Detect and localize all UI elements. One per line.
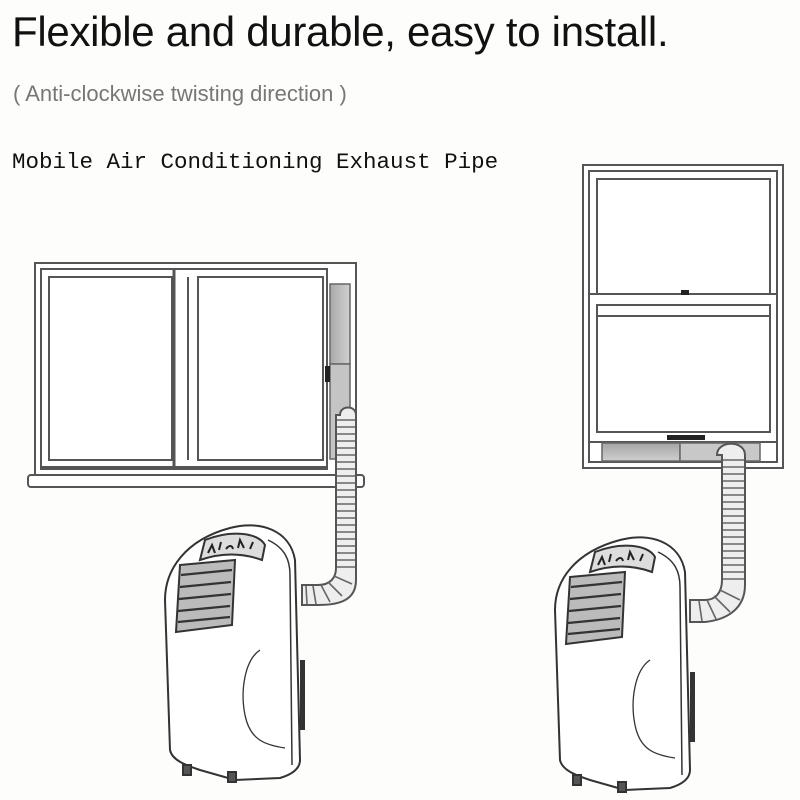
portable-ac-unit-right (553, 536, 695, 793)
subheadline: ( Anti-clockwise twisting direction ) (13, 81, 347, 106)
portable-ac-unit-left (163, 524, 305, 783)
hung-window (582, 164, 784, 469)
exhaust-hose-left (301, 406, 357, 606)
sliding-window (27, 262, 365, 488)
product-caption: Mobile Air Conditioning Exhaust Pipe (12, 149, 499, 175)
window-latch (681, 290, 689, 295)
headline: Flexible and durable, easy to install. (12, 8, 669, 55)
exhaust-hose-right (689, 442, 746, 623)
window-lock-bar (667, 435, 705, 440)
